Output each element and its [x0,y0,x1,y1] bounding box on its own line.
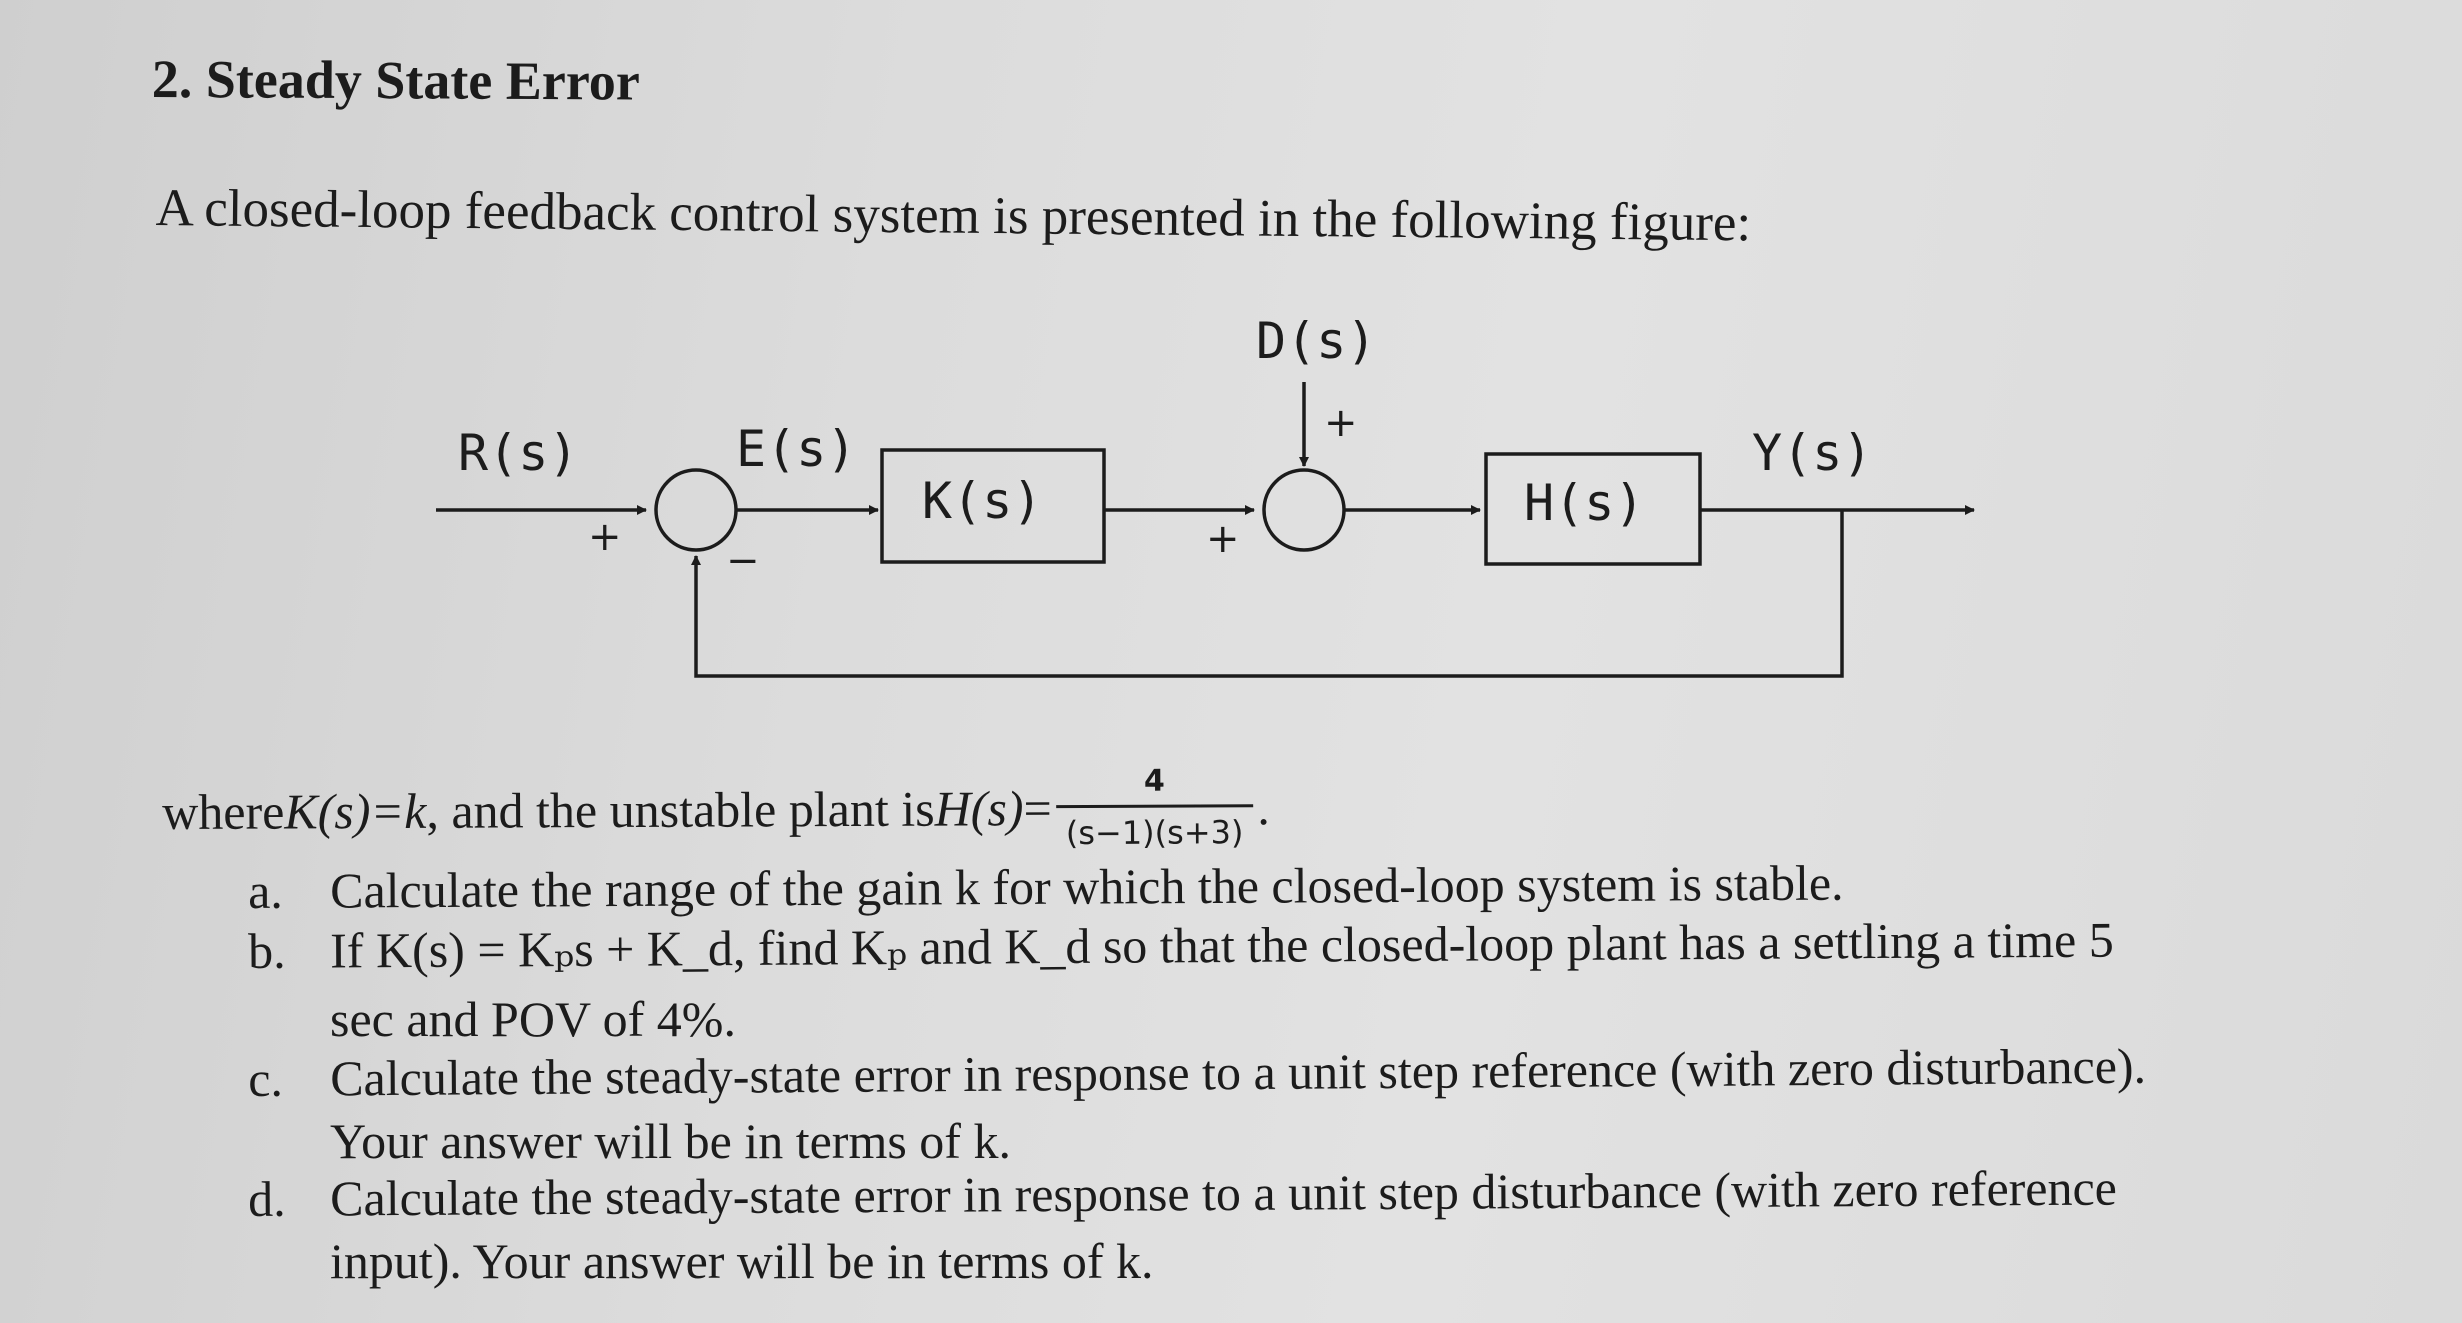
question-b-continuation: sec and POV of 4%. [330,991,736,1047]
reference-label: R(s) [458,424,578,482]
feedback-path [691,510,1844,678]
where-suffix: . [1257,779,1270,836]
plant-definition: where K(s)=k , and the unstable plant is… [162,763,1270,856]
sum2-controller-sign: + [1206,516,1240,562]
question-text: If K(s) = Kₚs + K_d, find Kₚ and K_d so … [330,911,2114,979]
where-prefix: where [162,783,285,840]
sum1-ref-sign: + [588,514,622,560]
error-label: E(s) [736,420,856,478]
question-text: Calculate the steady-state error in resp… [330,1159,2118,1227]
hs-symbol: H(s) [934,780,1024,837]
disturbance-label: D(s) [1256,312,1376,370]
where-middle: , and the unstable plant is [426,780,935,839]
equals-sign: = [1023,780,1052,837]
summing-junction-1 [654,468,738,552]
question-label: b. [248,922,286,979]
ks-definition: K(s)=k [284,782,427,840]
output-label: Y(s) [1752,424,1872,482]
question-label: a. [248,862,284,919]
tf-numerator: 4 [1143,763,1165,799]
tf-denominator: (s−1)(s+3) [1055,804,1254,853]
transfer-function-fraction: 4 (s−1)(s+3) [1055,763,1254,853]
controller-label: K(s) [922,472,1042,530]
question-label: d. [248,1170,286,1227]
sum2-disturbance-sign: + [1324,400,1358,446]
question-c-continuation: Your answer will be in terms of k. [330,1113,1011,1169]
plant-label: H(s) [1524,474,1644,532]
question-label: c. [248,1050,284,1107]
question-text: Calculate the range of the gain k for wh… [330,854,1844,919]
summing-junction-2 [1262,468,1346,552]
controller-block [880,448,1106,564]
sum1-feedback-sign: − [726,538,760,584]
question-d-continuation: input). Your answer will be in terms of … [330,1233,1154,1289]
